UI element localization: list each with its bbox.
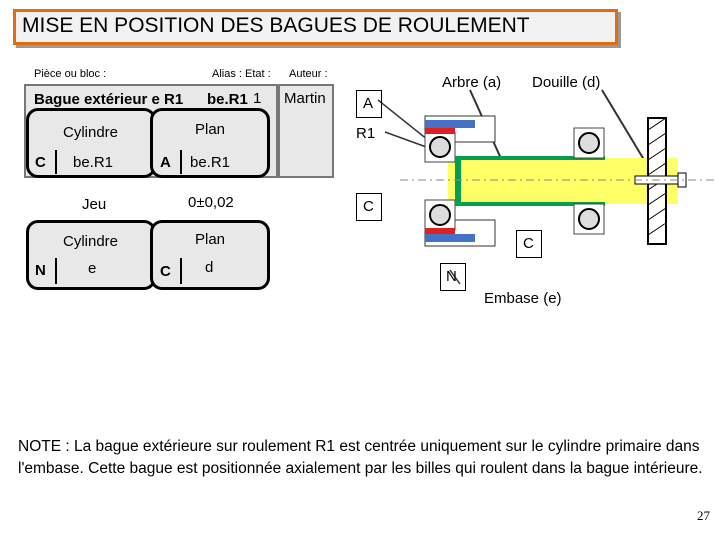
divider: [55, 150, 57, 174]
part-auteur: Martin: [284, 90, 326, 107]
contact-2-surface-b: Plan: [195, 231, 226, 248]
contact-red-bottom: [425, 228, 455, 234]
contact-1-ref-a: be.R1: [73, 154, 114, 171]
divider: [55, 258, 57, 284]
label-arbre: Arbre (a): [442, 74, 502, 91]
contact-2-ref-b: d: [205, 259, 214, 276]
contact-2-card-a: [26, 220, 156, 290]
part-etat: 1: [253, 90, 262, 107]
label-n: N: [446, 268, 457, 285]
part-card-author: [278, 84, 334, 178]
contact-1-surface-b: Plan: [195, 121, 226, 138]
contact-red-top: [425, 128, 455, 134]
note-text: NOTE : La bague extérieure sur roulement…: [18, 438, 703, 477]
contact-2-type: N: [35, 262, 46, 279]
sleeve-green-top: [455, 156, 605, 160]
contact-1-type-b: A: [160, 154, 171, 171]
label-c2: C: [523, 235, 534, 252]
contact-2-surface-a: Cylindre: [63, 233, 119, 250]
contact-blue-top: [425, 120, 475, 128]
label-box-a: [356, 90, 382, 118]
label-c1: C: [363, 198, 374, 215]
part-name: Bague extérieur e R1: [34, 91, 184, 108]
label-box-n: [440, 263, 466, 291]
label-r1: R1: [356, 125, 376, 142]
bearing-diagram: [377, 89, 715, 285]
header-alias-etat: Alias : Etat :: [212, 68, 271, 80]
contact-1-ref-b: be.R1: [190, 154, 231, 171]
title-box: [13, 9, 618, 45]
page-title: MISE EN POSITION DES BAGUES DE ROULEMENT: [22, 14, 530, 37]
contact-1-type: C: [35, 154, 46, 171]
label-box-c1: [356, 193, 382, 221]
page-number: 27: [697, 508, 710, 523]
contact-blue-bottom: [425, 234, 475, 242]
sleeve-green-bottom: [455, 202, 605, 206]
divider: [180, 150, 182, 174]
label-embase: Embase (e): [484, 290, 562, 307]
contact-2-card-b: [150, 220, 270, 290]
label-box-c2: [516, 230, 542, 258]
sleeve-green-left: [455, 158, 461, 204]
contact-1-card-b: [150, 108, 270, 178]
part-alias: be.R1: [207, 91, 248, 108]
divider: [180, 258, 182, 284]
contact-2-ref-a: e: [88, 260, 97, 277]
jeu-label: Jeu: [82, 196, 107, 213]
header-piece: Pièce ou bloc :: [34, 68, 107, 80]
jeu-value: 0±0,02: [188, 194, 234, 211]
label-a: A: [363, 95, 374, 112]
arrow-n: [449, 269, 461, 285]
header-auteur: Auteur :: [289, 68, 328, 80]
contact-2-type-b: C: [160, 263, 171, 280]
contact-1-surface-a: Cylindre: [63, 124, 119, 141]
label-douille: Douille (d): [532, 74, 601, 91]
